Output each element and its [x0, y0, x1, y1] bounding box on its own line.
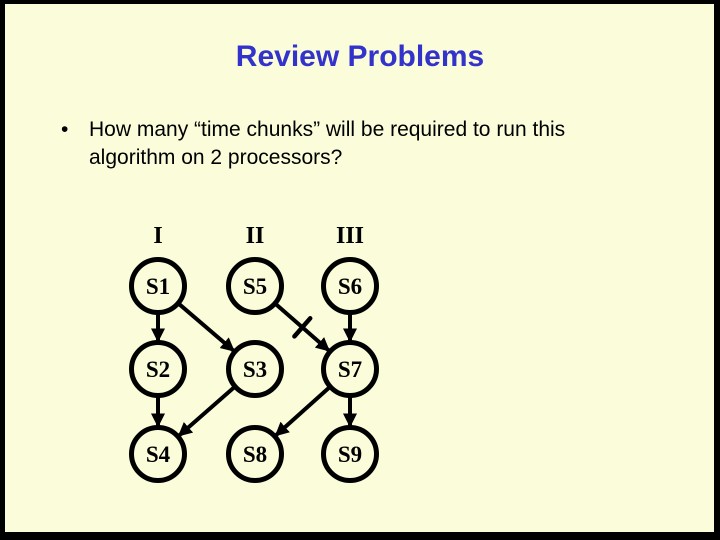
bullet-text-line-2: algorithm on 2 processors?	[89, 146, 343, 169]
node-S7	[321, 340, 379, 398]
node-S9	[321, 425, 379, 483]
node-label-S6: S6	[338, 274, 362, 299]
node-S5	[226, 257, 284, 315]
bullet-item: • How many “time chunks” will be require…	[61, 116, 565, 172]
node-label-S3: S3	[243, 357, 267, 382]
bullet-text-line-1: How many “time chunks” will be required …	[89, 118, 566, 141]
node-label-S7: S7	[338, 357, 362, 382]
bullet-text: How many “time chunks” will be required …	[89, 116, 565, 172]
column-header-II: II	[246, 223, 265, 249]
node-label-S2: S2	[146, 357, 170, 382]
node-S1	[129, 257, 187, 315]
node-label-S5: S5	[243, 274, 267, 299]
bullet-icon: •	[61, 118, 69, 141]
edge-S7-S8	[274, 386, 331, 437]
node-label-S9: S9	[338, 442, 362, 467]
crossed-out-tick-icon	[292, 316, 313, 339]
page-title: Review Problems	[235, 40, 485, 73]
node-S2	[129, 340, 187, 398]
node-label-S1: S1	[146, 274, 170, 299]
node-S6	[321, 257, 379, 315]
column-header-I: I	[153, 223, 162, 249]
column-header-III: III	[336, 223, 364, 249]
edge-S1-S3	[177, 302, 235, 352]
node-label-S4: S4	[146, 442, 171, 467]
node-S3	[226, 340, 284, 398]
node-S8	[226, 425, 284, 483]
edge-S3-S4	[177, 385, 236, 437]
node-S4	[129, 425, 187, 483]
node-label-S8: S8	[243, 442, 267, 467]
